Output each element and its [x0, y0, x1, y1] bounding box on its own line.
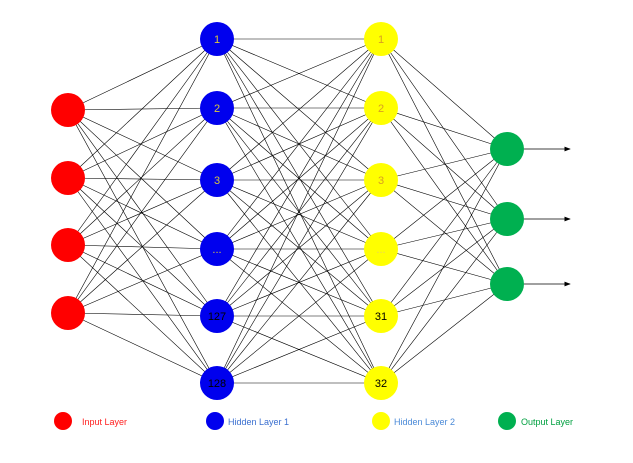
- hidden1-node-3: [200, 163, 234, 197]
- edge-hidden2-0-to-output-2: [380, 38, 508, 285]
- edge-hidden2-0-to-output-1: [380, 38, 508, 220]
- edge-input-2-to-hidden1-4: [67, 244, 218, 317]
- hidden1-node-label-4: ...: [212, 244, 221, 256]
- legend-output-label: Output Layer: [521, 417, 573, 427]
- hidden2-node-2: [364, 91, 398, 125]
- legend-hidden2-label: Hidden Layer 2: [394, 417, 455, 427]
- edge-input-1-to-hidden1-1: [67, 107, 218, 179]
- hidden2-node-label-1: 1: [378, 34, 384, 46]
- hidden1-node-6: [200, 366, 234, 400]
- edge-hidden2-4-to-output-2: [380, 283, 508, 317]
- legend-input-label: Input Layer: [82, 417, 127, 427]
- legend-hidden1-label: Hidden Layer 1: [228, 417, 289, 427]
- edge-hidden1-5-to-hidden2-3: [216, 248, 382, 384]
- edge-hidden2-2-to-output-1: [380, 179, 508, 220]
- edge-hidden1-4-to-hidden2-2: [216, 179, 382, 317]
- edge-hidden2-1-to-output-2: [380, 107, 508, 285]
- hidden1-node-4: [200, 232, 234, 266]
- edge-hidden2-5-to-output-0: [380, 148, 508, 384]
- output-arrows: [524, 146, 571, 287]
- edge-input-3-to-hidden1-2: [67, 179, 218, 314]
- edge-hidden2-4-to-output-1: [380, 218, 508, 317]
- edge-hidden1-2-to-hidden2-0: [216, 38, 382, 181]
- edge-hidden2-1-to-output-0: [380, 107, 508, 150]
- hidden2-node-1: [364, 22, 398, 56]
- edge-input-1-to-hidden1-0: [67, 38, 218, 179]
- hidden2-node-5: [364, 299, 398, 333]
- legend-input-swatch: [54, 412, 72, 430]
- hidden1-node-1: [200, 22, 234, 56]
- edge-hidden1-1-to-hidden2-0: [216, 38, 382, 109]
- input-node-2: [51, 161, 85, 195]
- hidden1-node-label-6: 128: [208, 378, 226, 390]
- edge-input-2-to-hidden1-5: [67, 244, 218, 384]
- legend-hidden2-swatch: [372, 412, 390, 430]
- edge-input-3-to-hidden1-0: [67, 38, 218, 314]
- edge-hidden1-5-to-hidden2-4: [216, 315, 382, 384]
- hidden1-node-label-2: 2: [214, 103, 220, 115]
- edge-input-2-to-hidden1-0: [67, 38, 218, 246]
- hidden1-node-5: [200, 299, 234, 333]
- hidden1-node-2: [200, 91, 234, 125]
- edge-hidden2-2-to-output-0: [380, 148, 508, 181]
- edge-input-3-to-hidden1-3: [67, 248, 218, 314]
- edge-input-0-to-hidden1-4: [67, 109, 218, 317]
- edge-input-0-to-hidden1-0: [67, 38, 218, 111]
- input-node-4: [51, 296, 85, 330]
- hidden1-node-label-5: 127: [208, 311, 226, 323]
- hidden2-node-label-4: ...: [376, 244, 385, 256]
- edge-hidden1-4-to-hidden2-1: [216, 107, 382, 317]
- hidden2-node-label-5: 31: [375, 311, 387, 323]
- input-node-3: [51, 228, 85, 262]
- edge-input-1-to-hidden1-3: [67, 177, 218, 250]
- edge-hidden1-5-to-hidden2-0: [216, 38, 382, 384]
- hidden2-node-4: [364, 232, 398, 266]
- edge-input-3-to-hidden1-5: [67, 312, 218, 384]
- hidden2-node-3: [364, 163, 398, 197]
- edge-input-3-to-hidden1-1: [67, 107, 218, 314]
- edge-hidden1-5-to-hidden2-2: [216, 179, 382, 384]
- edge-input-0-to-hidden1-2: [67, 109, 218, 181]
- edge-input-0-to-hidden1-1: [67, 107, 218, 111]
- edge-input-1-to-hidden1-2: [67, 177, 218, 181]
- hidden2-node-label-2: 2: [378, 103, 384, 115]
- edge-hidden1-4-to-hidden2-3: [216, 248, 382, 317]
- hidden1-node-label-1: 1: [214, 34, 220, 46]
- edge-hidden1-3-to-hidden2-0: [216, 38, 382, 250]
- hidden1-node-label-3: 3: [214, 175, 220, 187]
- edge-hidden2-5-to-output-2: [380, 283, 508, 384]
- connections: [67, 38, 508, 384]
- output-node-3: [490, 267, 524, 301]
- neurons: 1 2 3... 127 128 1 2 3... 31 32: [51, 22, 524, 400]
- edge-input-2-to-hidden1-3: [67, 244, 218, 250]
- edge-input-2-to-hidden1-2: [67, 179, 218, 246]
- legend-output-swatch: [498, 412, 516, 430]
- edge-hidden2-5-to-output-1: [380, 218, 508, 384]
- edge-hidden1-3-to-hidden2-2: [216, 179, 382, 250]
- edge-hidden1-4-to-hidden2-0: [216, 38, 382, 317]
- edge-hidden2-1-to-output-1: [380, 107, 508, 220]
- legend-hidden1-swatch: [206, 412, 224, 430]
- edge-hidden1-3-to-hidden2-1: [216, 107, 382, 250]
- output-node-1: [490, 132, 524, 166]
- edge-hidden2-4-to-output-0: [380, 148, 508, 317]
- edge-hidden2-2-to-output-2: [380, 179, 508, 285]
- edge-hidden2-3-to-output-0: [380, 148, 508, 250]
- edge-hidden1-5-to-hidden2-1: [216, 107, 382, 384]
- hidden2-node-6: [364, 366, 398, 400]
- hidden2-node-label-3: 3: [378, 175, 384, 187]
- edge-input-3-to-hidden1-4: [67, 312, 218, 317]
- edge-hidden2-0-to-output-0: [380, 38, 508, 150]
- edge-input-0-to-hidden1-3: [67, 109, 218, 250]
- legend: Input Layer Hidden Layer 1 Hidden Layer …: [54, 412, 573, 430]
- hidden2-node-label-6: 32: [375, 378, 387, 390]
- edge-hidden2-3-to-output-1: [380, 218, 508, 250]
- output-node-2: [490, 202, 524, 236]
- input-node-1: [51, 93, 85, 127]
